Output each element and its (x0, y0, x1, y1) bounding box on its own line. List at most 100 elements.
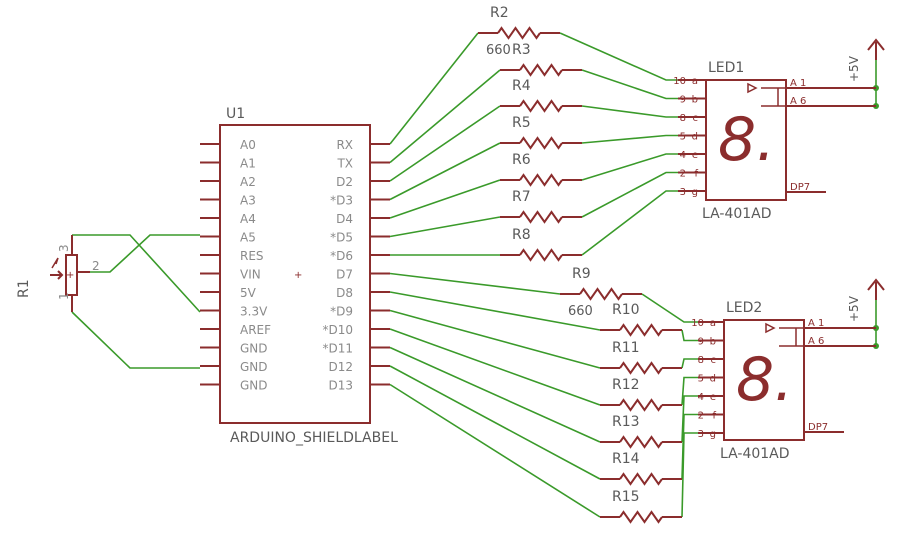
led1-diode-mark (747, 82, 758, 94)
r1-pin1: 1 (57, 292, 71, 300)
r1-plus: + (66, 270, 74, 281)
r10-body (619, 323, 663, 337)
led2-pin-name-5: f (712, 411, 716, 422)
r10-ref: R10 (612, 302, 640, 318)
led2-pin-num-6: 3 (698, 429, 704, 440)
u1-left-pin-13: GND (240, 379, 268, 393)
led1-pin-num-6: 3 (680, 187, 686, 198)
r2-body (497, 26, 541, 40)
r6-body (519, 173, 563, 187)
u1-left-pin-4: A4 (240, 212, 256, 226)
u1-right-pin-0: RX (336, 138, 353, 152)
wire-r1-to-gnd (71, 311, 200, 369)
r1-pin2: 2 (92, 259, 100, 273)
u1-left-pin-3: A3 (240, 194, 256, 208)
components (50, 26, 885, 524)
led1-pin-name-4: e (692, 150, 698, 161)
led1-ref: LED1 (708, 60, 744, 76)
wire-bot-res-to-led2-6 (681, 432, 698, 518)
wire-u1-to-top-res-0 (389, 32, 479, 145)
u1-right-pin-1: TX (336, 157, 353, 171)
wire-bot-res-to-led2-1 (681, 329, 698, 342)
led1-pin-num-2: 8 (680, 113, 686, 124)
r3-ref: R3 (512, 42, 531, 58)
led2-diode-mark (765, 322, 776, 334)
wire-r1-wiper-to-a5 (90, 234, 200, 273)
u1-right-pin-2: D2 (336, 175, 353, 189)
led1-pin-name-0: a (692, 76, 698, 87)
led1-part: LA-401AD (702, 206, 772, 222)
wire-top-res-to-led1-4 (581, 153, 678, 181)
led2-body (723, 319, 805, 441)
wire-u1-to-bot-res-0 (389, 272, 561, 295)
wires (71, 32, 879, 518)
u1-left-pin-2: A2 (240, 175, 256, 189)
u1-right-pin-11: *D11 (322, 342, 353, 356)
u1-right-pin-4: D4 (336, 212, 353, 226)
wire-u1-to-bot-res-4 (389, 346, 601, 443)
led1-pin-num-3: 5 (680, 132, 686, 143)
wire-u1-to-bot-res-5 (389, 365, 601, 480)
led2-pin-name-6: g (710, 429, 716, 440)
r3-body (519, 63, 563, 77)
r1-adjust-mark (51, 257, 59, 269)
u1-right-pin-6: *D6 (330, 249, 353, 263)
u1-right-pin-9: *D9 (330, 305, 353, 319)
wire-top-res-to-led1-0 (559, 32, 678, 81)
power-label-bottom: +5V (847, 295, 861, 322)
r1-ref: R1 (16, 279, 32, 298)
r7-ref: R7 (512, 189, 531, 205)
led1-anode2: A 6 (790, 96, 806, 107)
u1-right-pin-5: *D5 (330, 231, 353, 245)
u1-left-pin-6: RES (240, 249, 264, 263)
r2-value: 660 (486, 43, 511, 58)
r8-ref: R8 (512, 227, 531, 243)
led2-pin-name-1: b (710, 337, 716, 348)
r14-ref: R14 (612, 451, 640, 467)
u1-right-pin-7: D7 (336, 268, 353, 282)
led2-pin-name-0: a (710, 318, 716, 329)
wire-u1-to-top-res-5 (389, 216, 501, 238)
r5-body (519, 136, 563, 150)
r9-value: 660 (568, 304, 593, 319)
r13-ref: R13 (612, 414, 640, 430)
led1-vcc-arrow (867, 38, 885, 51)
wire-u1-to-top-res-3 (389, 142, 501, 201)
led2-anode1: A 1 (808, 318, 824, 329)
u1-left-pin-1: A1 (240, 157, 256, 171)
led2-pin-num-3: 5 (698, 374, 704, 385)
r15-ref: R15 (612, 489, 640, 505)
wire-u1-to-bot-res-6 (389, 383, 601, 518)
led2-ref: LED2 (726, 300, 762, 316)
wire-u1-to-top-res-1 (389, 69, 501, 164)
led2-pin-num-5: 2 (698, 411, 704, 422)
led1-pin-name-3: d (692, 132, 698, 143)
wire-top-res-to-led1-3 (581, 134, 678, 144)
r12-body (619, 398, 663, 412)
wire-r1-to-5v (72, 234, 201, 313)
wire-top-res-to-led1-6 (581, 190, 678, 256)
led2-dp: DP7 (808, 422, 828, 433)
labels: U1ARDUINO_SHIELDLABEL+A0A1A2A3A4A5RESVIN… (16, 5, 861, 505)
u1-right-pin-12: D12 (328, 360, 353, 374)
led2-digit: 8. (736, 345, 793, 415)
r7-body (519, 210, 563, 224)
r9-ref: R9 (572, 266, 591, 282)
r11-body (619, 361, 663, 375)
r4-body (519, 99, 563, 113)
led2-anode2: A 6 (808, 336, 824, 347)
wire-top-res-to-led1-5 (581, 171, 678, 218)
led1-pin-num-4: 4 (680, 150, 686, 161)
led1-pin-name-2: c (693, 113, 699, 124)
u1-left-pin-9: 3.3V (240, 305, 268, 319)
led2-pin-name-3: d (710, 374, 716, 385)
wire-bot-res-to-led2-4 (681, 395, 698, 443)
r14-body (619, 472, 663, 486)
led1-body (705, 79, 787, 201)
wire-u1-to-bot-res-1 (389, 291, 601, 331)
r8-body (519, 248, 563, 262)
r15-body (619, 510, 663, 524)
led2-pin-num-1: 9 (698, 337, 704, 348)
r1-arrow (57, 270, 64, 280)
led2-part: LA-401AD (720, 446, 790, 462)
